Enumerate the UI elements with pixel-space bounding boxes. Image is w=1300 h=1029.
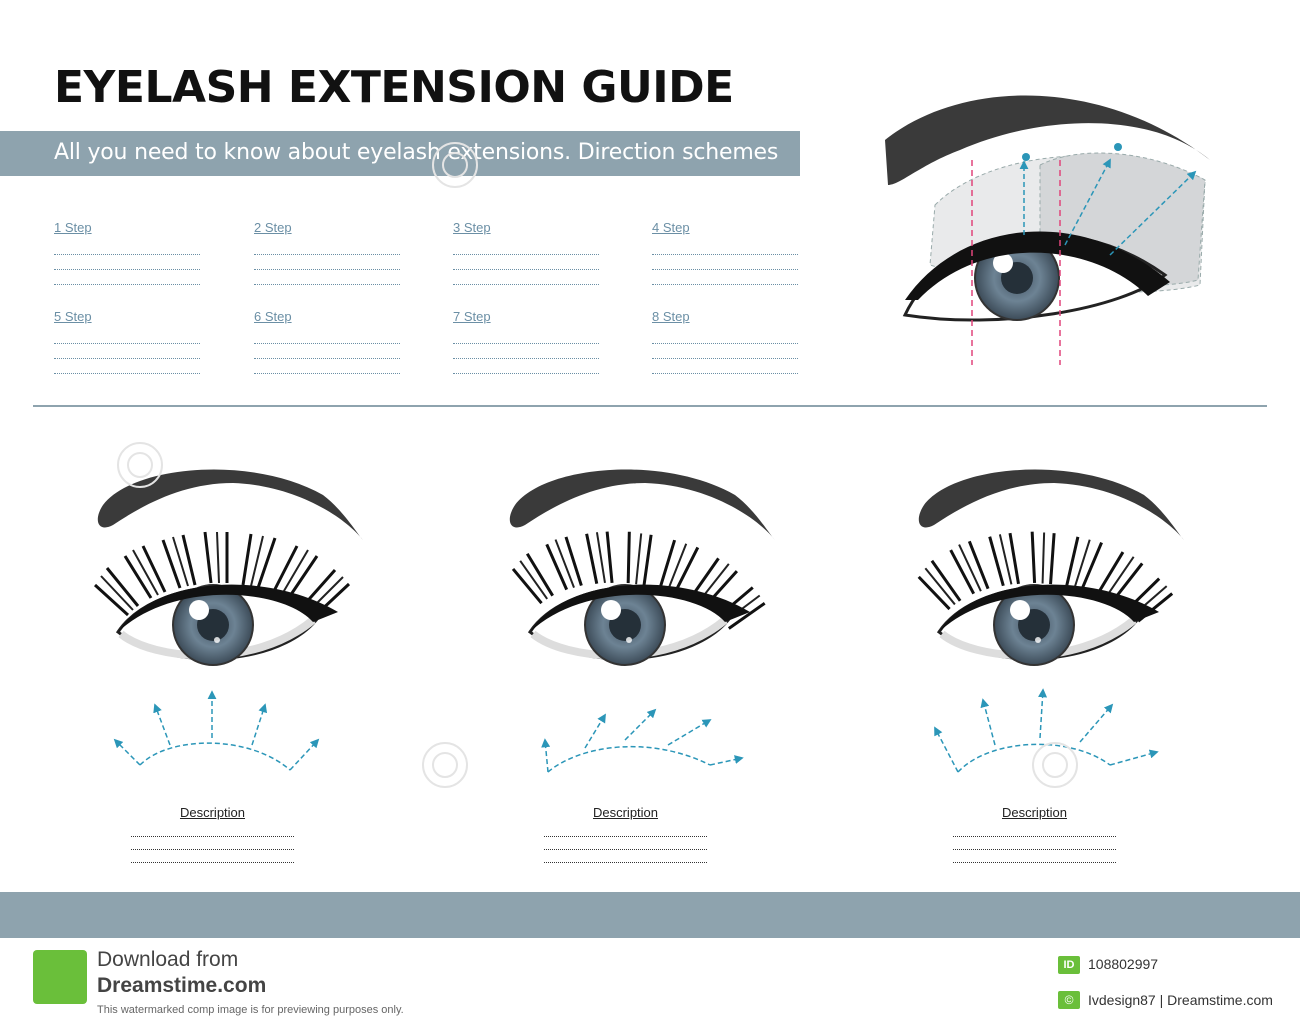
step-label: 4 Step: [652, 220, 690, 235]
description-block: Description: [131, 804, 294, 863]
dreamstime-logo-icon: [33, 950, 87, 1004]
step-line: [254, 240, 400, 255]
id-badge: ID: [1058, 956, 1080, 974]
description-line: [953, 850, 1116, 863]
step-line: [652, 240, 798, 255]
eye-icon: [885, 95, 1210, 365]
copyright-icon: ©: [1058, 991, 1080, 1009]
step-block: 2 Step: [254, 220, 400, 285]
step-label: 6 Step: [254, 309, 292, 324]
step-line: [254, 255, 400, 270]
direction-scheme-1: [113, 690, 320, 771]
step-label: 5 Step: [54, 309, 92, 324]
section-divider: [33, 405, 1267, 407]
description-line: [131, 837, 294, 850]
eyebrow-icon: [918, 469, 1184, 540]
eyebrow-icon: [885, 95, 1210, 185]
step-line: [54, 344, 200, 359]
step-line: [453, 240, 599, 255]
eye-icon: [507, 469, 775, 665]
description-line: [953, 824, 1116, 837]
step-label: 8 Step: [652, 309, 690, 324]
description-label: Description: [179, 805, 246, 820]
description-line: [544, 850, 707, 863]
step-line: [453, 344, 599, 359]
download-text: Download from: [97, 948, 239, 971]
description-block: Description: [953, 804, 1116, 863]
step-line: [652, 270, 798, 285]
step-label: 2 Step: [254, 220, 292, 235]
bottom-band: [0, 892, 1300, 938]
watermark-note: This watermarked comp image is for previ…: [97, 1004, 404, 1016]
step-label: 7 Step: [453, 309, 491, 324]
step-line: [254, 270, 400, 285]
step-line: [453, 255, 599, 270]
dreamstime-spiral-icon: [117, 142, 1078, 788]
step-block: 4 Step: [652, 220, 798, 285]
step-line: [54, 329, 200, 344]
step-label: 1 Step: [54, 220, 92, 235]
description-line: [953, 837, 1116, 850]
eyebrow-icon: [97, 469, 363, 540]
description-line: [131, 824, 294, 837]
author-credit[interactable]: Ivdesign87 | Dreamstime.com: [1088, 992, 1273, 1008]
footer: [0, 938, 1300, 1029]
image-id: 108802997: [1088, 956, 1159, 972]
brand-link[interactable]: Dreamstime.com: [97, 974, 267, 997]
step-line: [254, 359, 400, 374]
eyebrow-icon: [509, 469, 775, 540]
step-line: [652, 329, 798, 344]
step-line: [453, 359, 599, 374]
description-line: [544, 824, 707, 837]
description-block: Description: [544, 804, 707, 863]
description-label: Description: [1001, 805, 1068, 820]
step-line: [54, 270, 200, 285]
description-line: [131, 850, 294, 863]
step-block: 8 Step: [652, 309, 798, 374]
step-line: [652, 255, 798, 270]
step-block: 3 Step: [453, 220, 599, 285]
step-label: 3 Step: [453, 220, 491, 235]
description-label: Description: [592, 805, 659, 820]
page-title: EYELASH EXTENSION GUIDE: [54, 62, 734, 113]
direction-scheme-3: [934, 688, 1159, 773]
step-block: 6 Step: [254, 309, 400, 374]
step-line: [54, 240, 200, 255]
step-line: [54, 359, 200, 374]
step-line: [652, 344, 798, 359]
subtitle-band: [0, 131, 800, 176]
step-line: [254, 344, 400, 359]
step-line: [652, 359, 798, 374]
page-subtitle: All you need to know about eyelash exten…: [54, 140, 779, 165]
step-line: [54, 255, 200, 270]
description-line: [544, 837, 707, 850]
eye-icon: [93, 469, 363, 665]
direction-scheme-2: [541, 708, 744, 773]
step-line: [453, 329, 599, 344]
step-line: [254, 329, 400, 344]
step-block: 5 Step: [54, 309, 200, 374]
step-block: 7 Step: [453, 309, 599, 374]
step-line: [453, 270, 599, 285]
eye-icon: [915, 469, 1184, 665]
step-block: 1 Step: [54, 220, 200, 285]
